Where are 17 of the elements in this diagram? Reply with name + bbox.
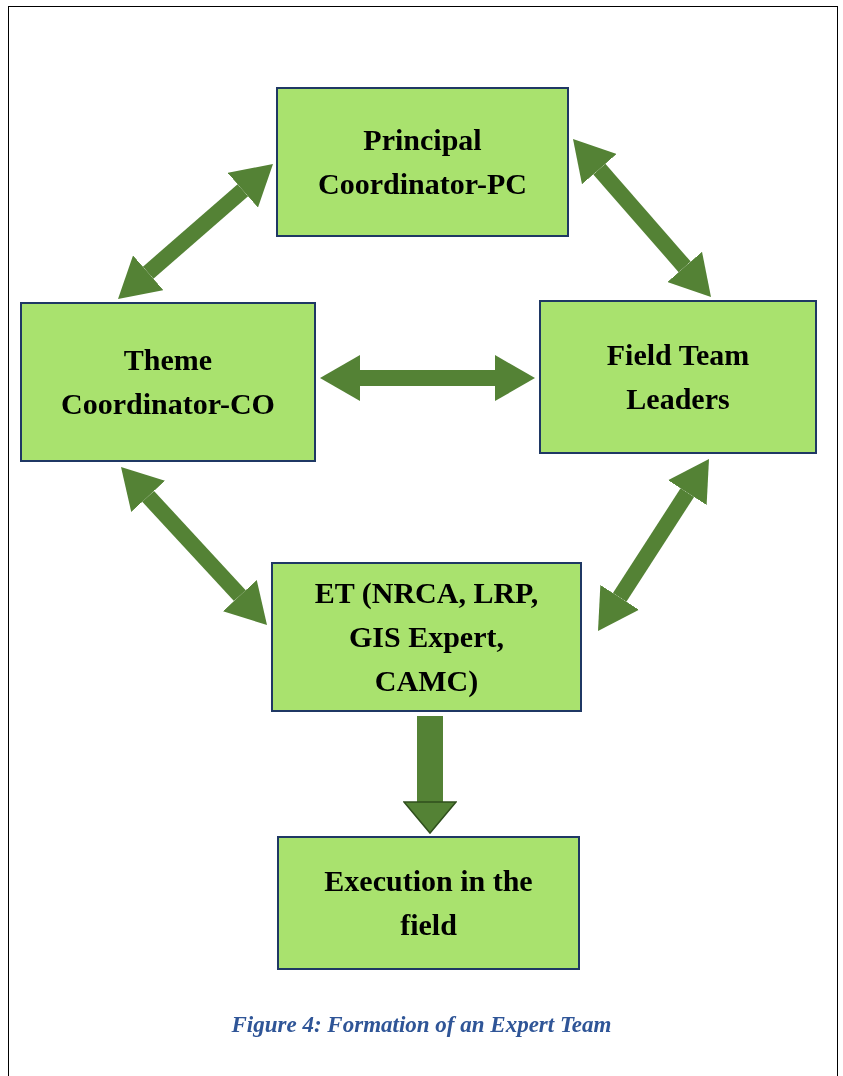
arrow — [403, 716, 457, 834]
box-label: Execution in the field — [323, 863, 534, 943]
box-label: Field Team Leaders — [605, 337, 751, 417]
figure-caption: Figure 4: Formation of an Expert Team — [231, 1011, 612, 1039]
double-arrow — [573, 139, 711, 297]
process-box — [20, 302, 316, 462]
process-box — [271, 562, 582, 712]
process-box — [276, 87, 569, 237]
box-label: Principal Coordinator-PC — [317, 122, 528, 202]
box-label: ET (NRCA, LRP, GIS Expert, CAMC) — [313, 575, 540, 699]
double-arrow — [121, 467, 267, 625]
process-box — [539, 300, 817, 454]
process-box — [277, 836, 580, 970]
box-label: Theme Coordinator-CO — [60, 342, 276, 422]
double-arrow — [118, 164, 273, 299]
double-arrow — [598, 459, 709, 631]
double-arrow — [320, 355, 535, 401]
